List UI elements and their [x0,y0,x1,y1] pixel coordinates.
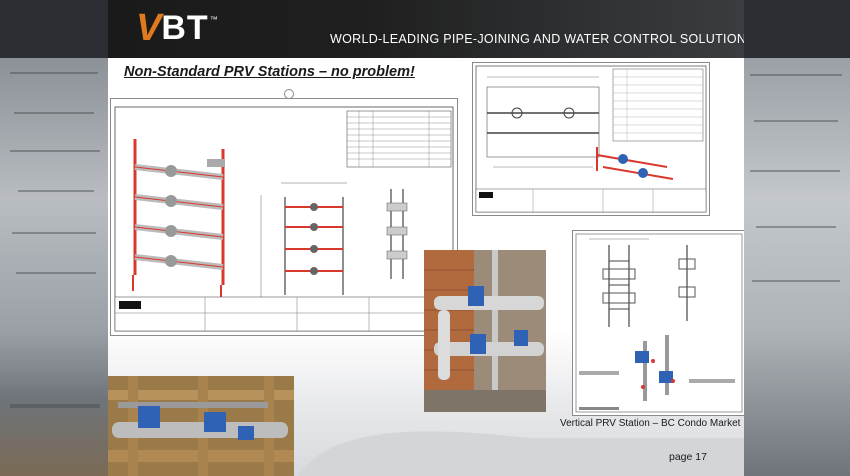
plan-view [486,76,600,168]
isometric-assembly [596,147,674,180]
blur-line [12,232,96,234]
side-elevation [386,189,408,279]
page-number: page 17 [669,451,707,463]
vertical-elevation [589,238,649,327]
blur-line [10,150,100,152]
blur-line [10,404,100,408]
note-text [689,379,735,383]
blur-line [16,272,96,274]
blur-line [750,74,842,76]
dimension-note [579,371,619,375]
blur-line [750,170,840,172]
vertical-isometric [635,335,675,401]
trademark-symbol: ™ [209,14,218,24]
prv-station-drawing [110,98,458,336]
pallet-assembly-photo [108,376,294,476]
parts-list [612,68,704,142]
installed-station-photo [424,250,546,412]
plan-title-block [475,188,707,213]
blur-line [752,280,840,282]
photo-caption: Vertical PRV Station – BC Condo Market [560,418,741,429]
logo-v-mark: V [136,7,162,49]
logo-text: BT [161,9,209,47]
weight-note [579,407,619,410]
vertical-side-view [678,245,696,321]
blur-line [10,72,98,74]
blur-line [18,190,94,192]
title-block [114,296,454,332]
bottom-swoosh [298,431,744,476]
blur-line [756,226,836,228]
blurred-backdrop-left [0,0,108,476]
vertical-drawing-sheet [575,233,743,413]
pallet-photo-graphic [108,376,294,476]
drawing-sheet [114,106,454,332]
plan-drawing-sheet [475,65,707,213]
plan-drawing [472,62,710,216]
installed-photo-graphic [424,250,546,412]
front-elevation [260,182,347,297]
isometric-manifold [132,139,225,299]
parts-table [346,110,452,168]
blurred-logo [22,14,37,45]
header-tagline: WORLD-LEADING PIPE-JOINING AND WATER CON… [330,32,744,46]
vertical-station-drawing [572,230,744,416]
slide-title: Non-Standard PRV Stations – no problem! [124,64,415,80]
blurred-backdrop-right [744,0,850,476]
blur-line [14,112,94,114]
blur-line [754,120,838,122]
